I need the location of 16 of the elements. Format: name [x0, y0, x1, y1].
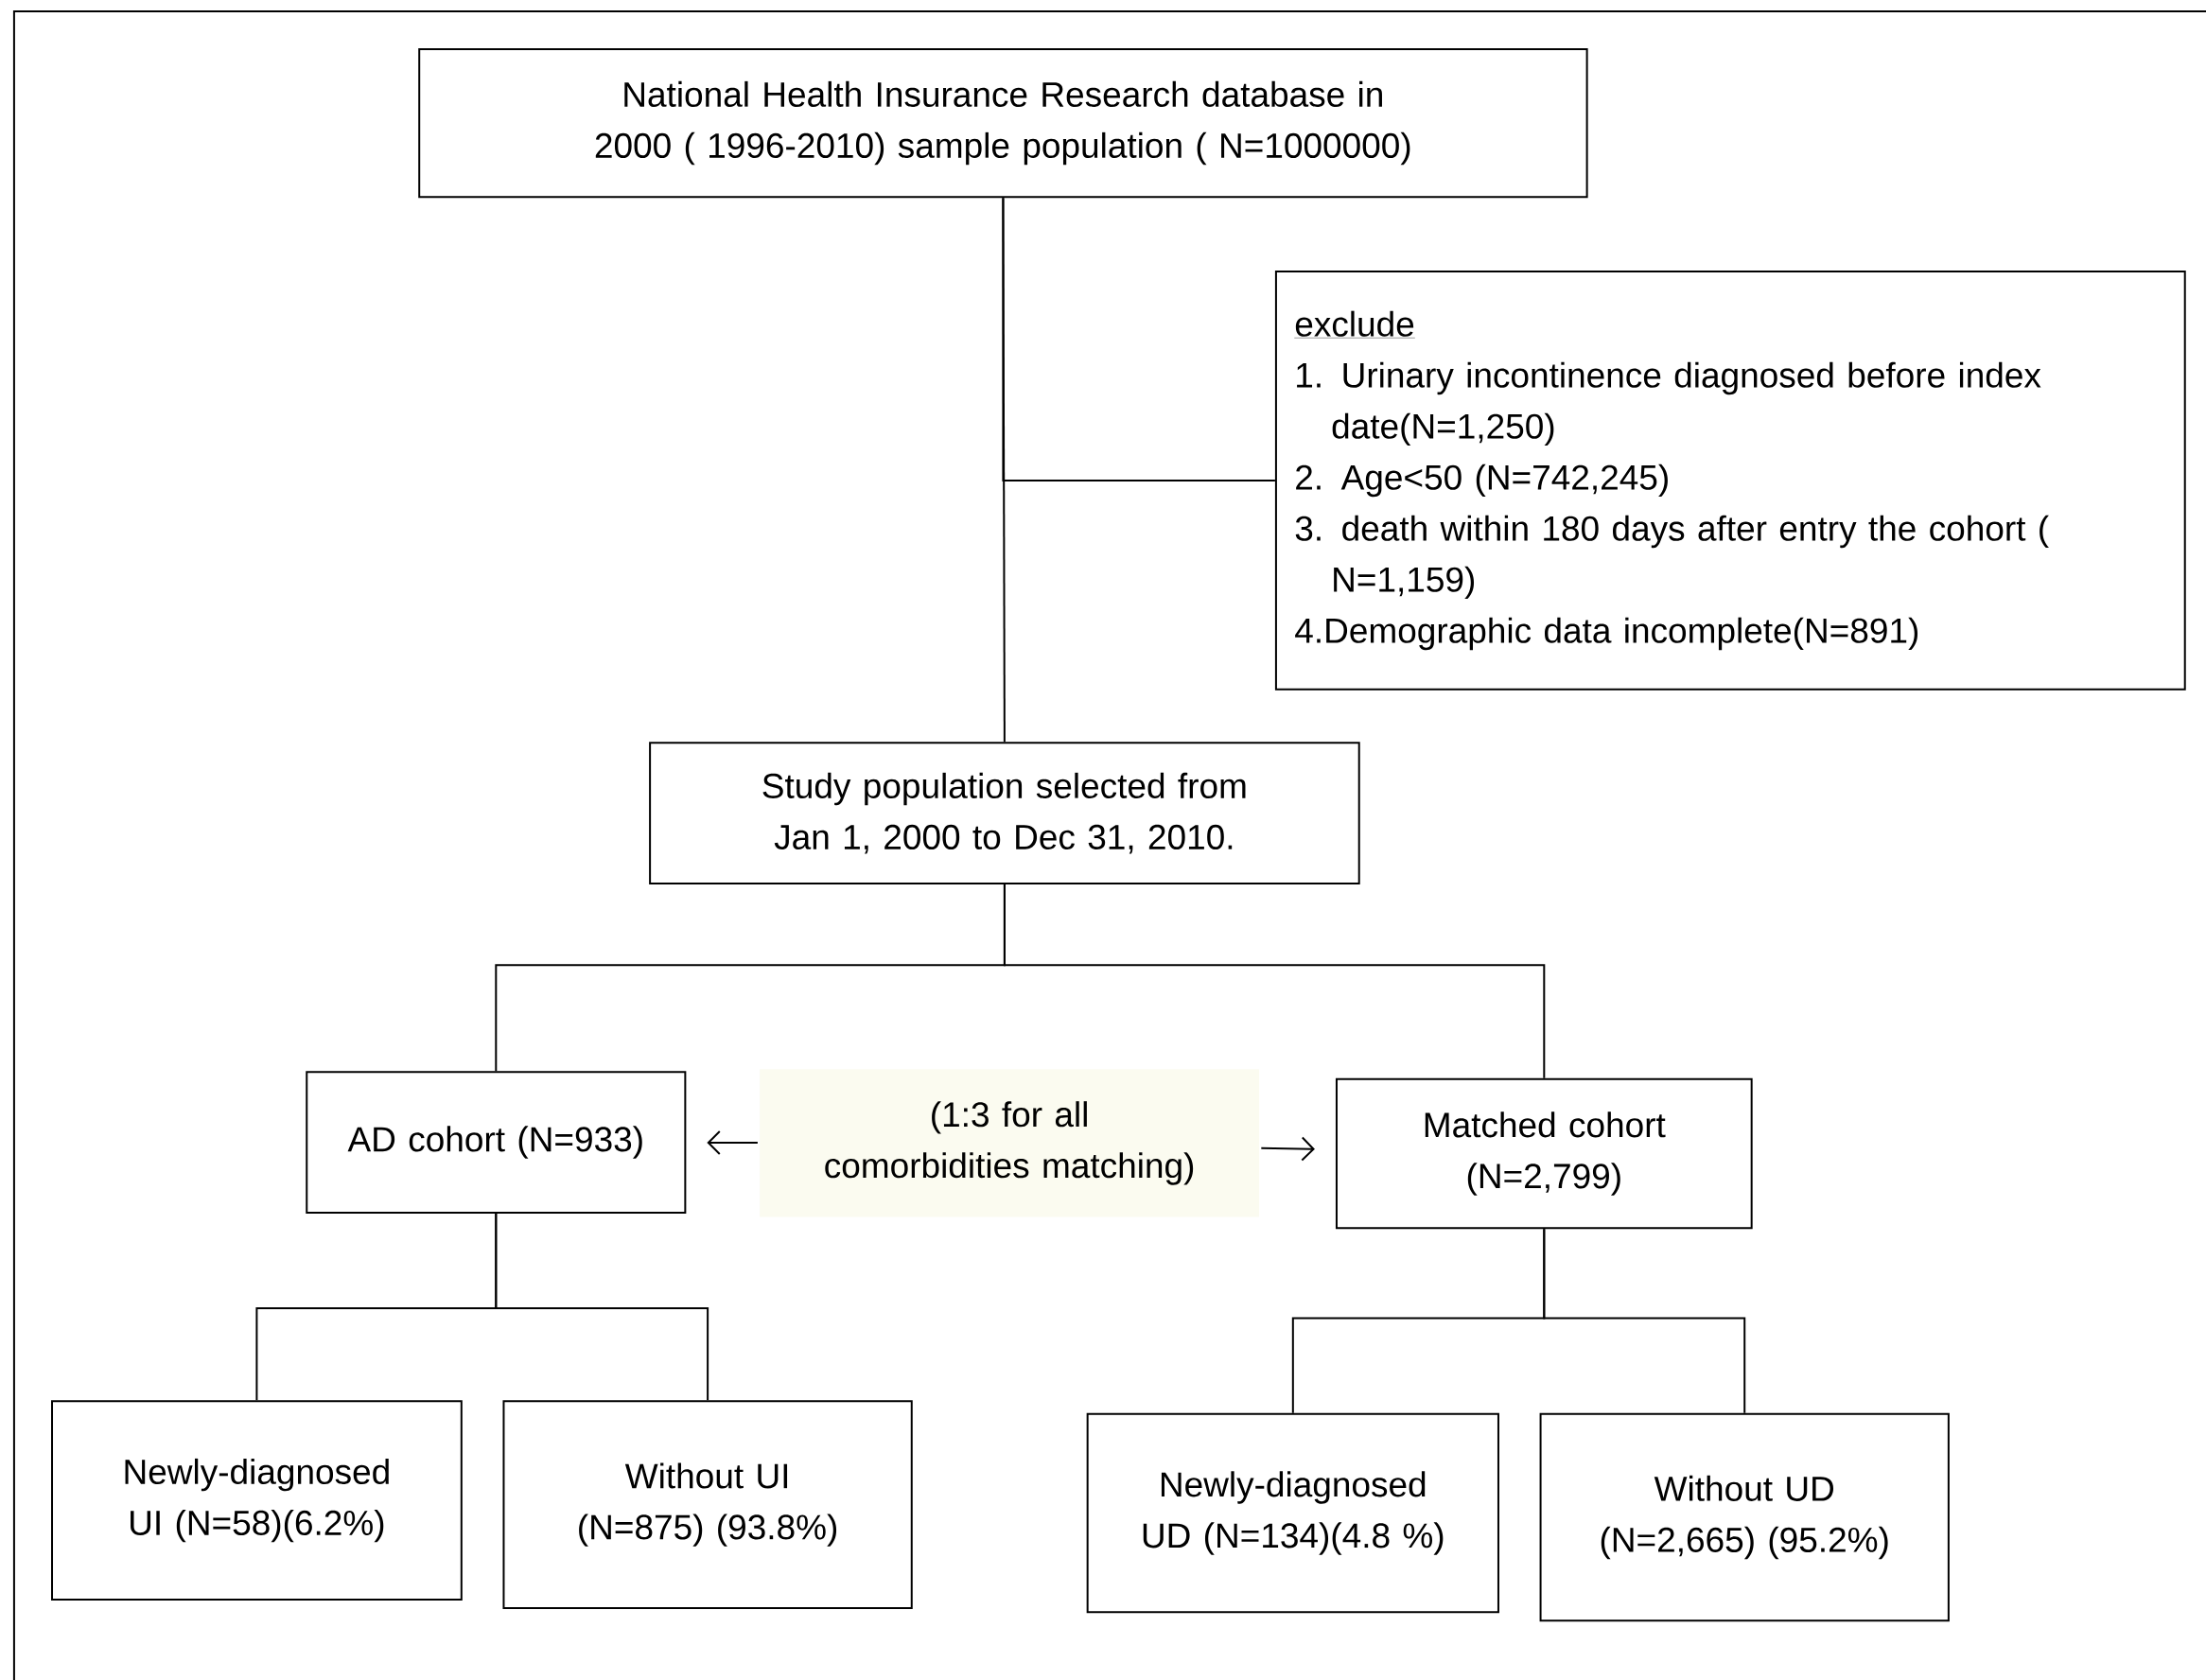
- process-box: National Health Insurance Research database in 2000 ( 1996-2010) sample population ( N=1000000): [418, 48, 1588, 199]
- connector-line: [495, 1212, 709, 1402]
- arrow: [1260, 1136, 1315, 1162]
- connector-line: [1003, 883, 1546, 1079]
- process-box: Matched cohort (N=2,799): [1335, 1077, 1753, 1230]
- matching-note: (1:3 for all comorbidities matching): [760, 1069, 1260, 1217]
- connector-line: [1543, 1228, 1746, 1414]
- process-box: Newly-diagnosed UD (N=134)(4.8 %): [1086, 1412, 1499, 1614]
- arrow: [707, 1129, 759, 1155]
- process-box: AD cohort (N=933): [306, 1071, 687, 1214]
- connector-line: [1002, 197, 1006, 744]
- process-box: Study population selected from Jan 1, 2000 to Dec 31, 2010.: [649, 742, 1360, 884]
- exclusion-box: exclude 1. Urinary incontinence diagnosed before index date(N=1,250) 2. Age<50 (N=742,245) 3. death within 180 days after entry the cohort ( N=1,159) 4.Demographic data incomplete(N=891): [1274, 271, 2186, 691]
- process-box: Without UI (N=875) (93.8%): [502, 1400, 913, 1609]
- process-box: Newly-diagnosed UI (N=58)(6.2%): [51, 1400, 463, 1601]
- process-box: Without UD (N=2,665) (95.2%): [1539, 1412, 1950, 1622]
